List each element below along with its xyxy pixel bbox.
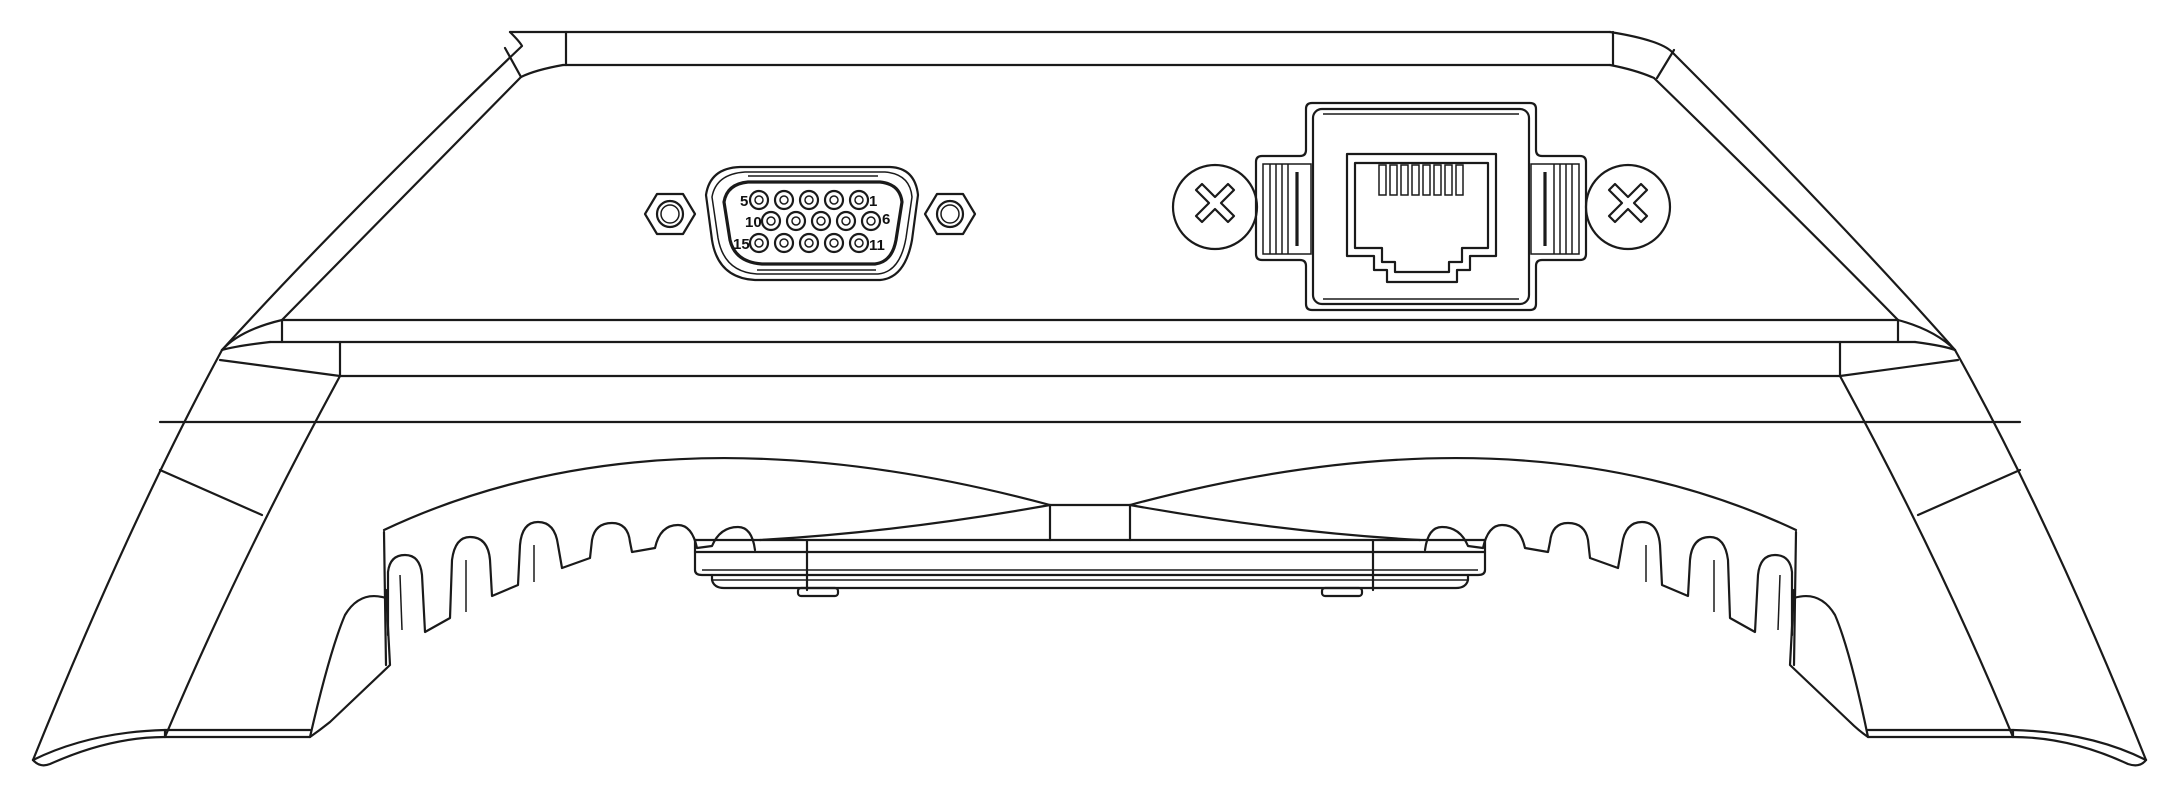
- pin-label-top-left: 5: [740, 193, 748, 210]
- rj45-port: [1254, 101, 1588, 312]
- vent-domes: [382, 456, 1798, 542]
- mounting-rail: [693, 538, 1487, 598]
- vent-comb-right: [1423, 520, 1798, 667]
- pin-label-mid-right: 6: [882, 211, 890, 228]
- screw-right: [1584, 163, 1672, 251]
- rj45-contacts: [1378, 164, 1464, 196]
- hex-nut-right: [923, 192, 977, 236]
- db15-connector: 5 1 10 6 15 11: [643, 165, 977, 282]
- pin-label-bottom-left: 15: [733, 236, 750, 253]
- hex-nut-left: [643, 192, 697, 236]
- pin-label-mid-left: 10: [745, 214, 762, 231]
- latch-left: [1262, 163, 1312, 255]
- db15-pins: [748, 189, 882, 254]
- pin-label-top-right: 1: [869, 193, 877, 210]
- mid-bands: [158, 318, 2022, 424]
- upper-housing: [220, 30, 1957, 352]
- screw-left: [1171, 163, 1259, 251]
- vent-comb-left: [382, 520, 757, 667]
- pin-label-bottom-right: 11: [869, 237, 885, 254]
- latch-right: [1530, 163, 1580, 255]
- side-wings: [31, 348, 2148, 767]
